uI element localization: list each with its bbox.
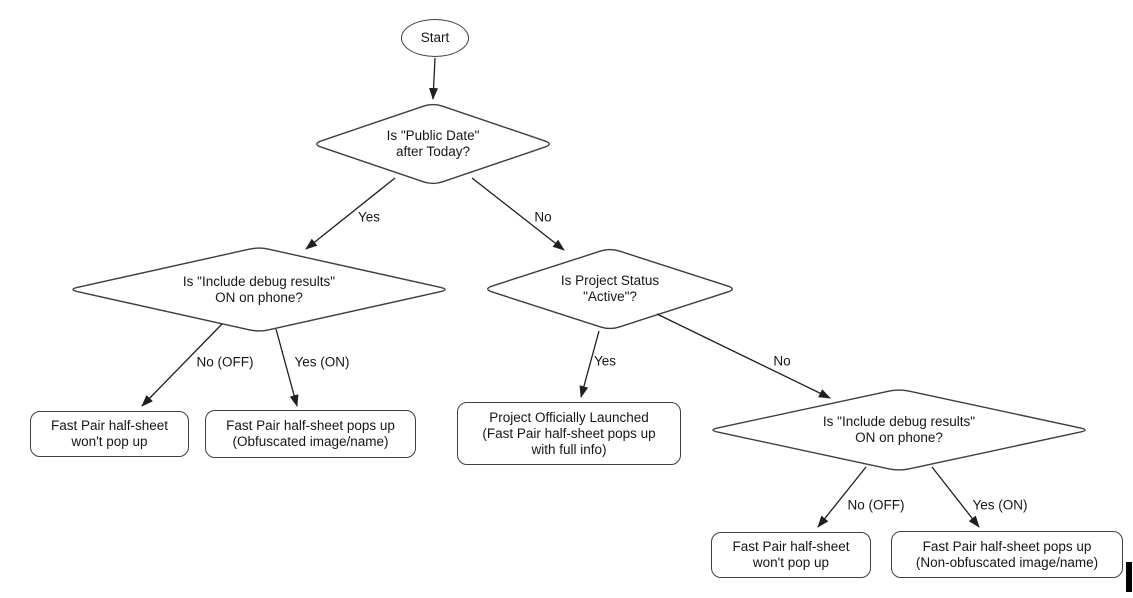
decision-project-status-label: Is Project Status "Active"?	[560, 273, 660, 304]
edge-label-yes-on-left: Yes (ON)	[294, 354, 350, 370]
edge-label-yes-left: Yes	[357, 209, 381, 225]
decision-project-status[interactable]: Is Project Status "Active"?	[483, 248, 737, 330]
result-wont-pop-up-left-label: Fast Pair half-sheet won't pop up	[50, 418, 169, 449]
edge-label-no-off-right: No (OFF)	[847, 497, 905, 513]
result-non-obfuscated-label: Fast Pair half-sheet pops up (Non-obfusc…	[915, 538, 1099, 570]
start-node[interactable]: Start	[401, 19, 469, 57]
result-officially-launched[interactable]: Project Officially Launched (Fast Pair h…	[457, 402, 681, 465]
decision-debug-results-right-label: Is "Include debug results" ON on phone?	[822, 414, 976, 445]
diamond-shape	[316, 103, 550, 185]
edge-label-no-right: No	[534, 209, 552, 225]
result-obfuscated[interactable]: Fast Pair half-sheet pops up (Obfuscated…	[205, 410, 416, 458]
decision-debug-results-right[interactable]: Is "Include debug results" ON on phone?	[708, 389, 1090, 471]
result-wont-pop-up-right-label: Fast Pair half-sheet won't pop up	[732, 539, 850, 570]
start-label: Start	[420, 30, 450, 45]
result-non-obfuscated[interactable]: Fast Pair half-sheet pops up (Non-obfusc…	[891, 531, 1123, 578]
diamond-shape	[72, 247, 446, 332]
decision-debug-results-left-label: Is "Include debug results" ON on phone?	[182, 273, 336, 305]
diamond-shape	[487, 248, 733, 330]
edge-label-no-off-left: No (OFF)	[196, 354, 254, 370]
edge-start-to-public-date	[429, 57, 439, 100]
edge-label-no-mid: No	[773, 353, 791, 369]
result-wont-pop-up-left[interactable]: Fast Pair half-sheet won't pop up	[30, 411, 189, 457]
decision-debug-results-left[interactable]: Is "Include debug results" ON on phone?	[68, 247, 450, 332]
result-officially-launched-label: Project Officially Launched (Fast Pair h…	[482, 409, 656, 457]
diamond-shape	[712, 389, 1086, 471]
edge-label-yes-on-right: Yes (ON)	[972, 497, 1028, 513]
result-wont-pop-up-right[interactable]: Fast Pair half-sheet won't pop up	[711, 532, 871, 578]
decision-public-date-label: Is "Public Date" after Today?	[386, 128, 480, 159]
text-cursor-artifact	[1126, 562, 1132, 592]
result-obfuscated-label: Fast Pair half-sheet pops up (Obfuscated…	[226, 418, 395, 449]
edge-label-yes-mid: Yes	[593, 353, 617, 369]
decision-public-date[interactable]: Is "Public Date" after Today?	[312, 103, 554, 185]
edge-public-date-yes	[305, 177, 396, 250]
